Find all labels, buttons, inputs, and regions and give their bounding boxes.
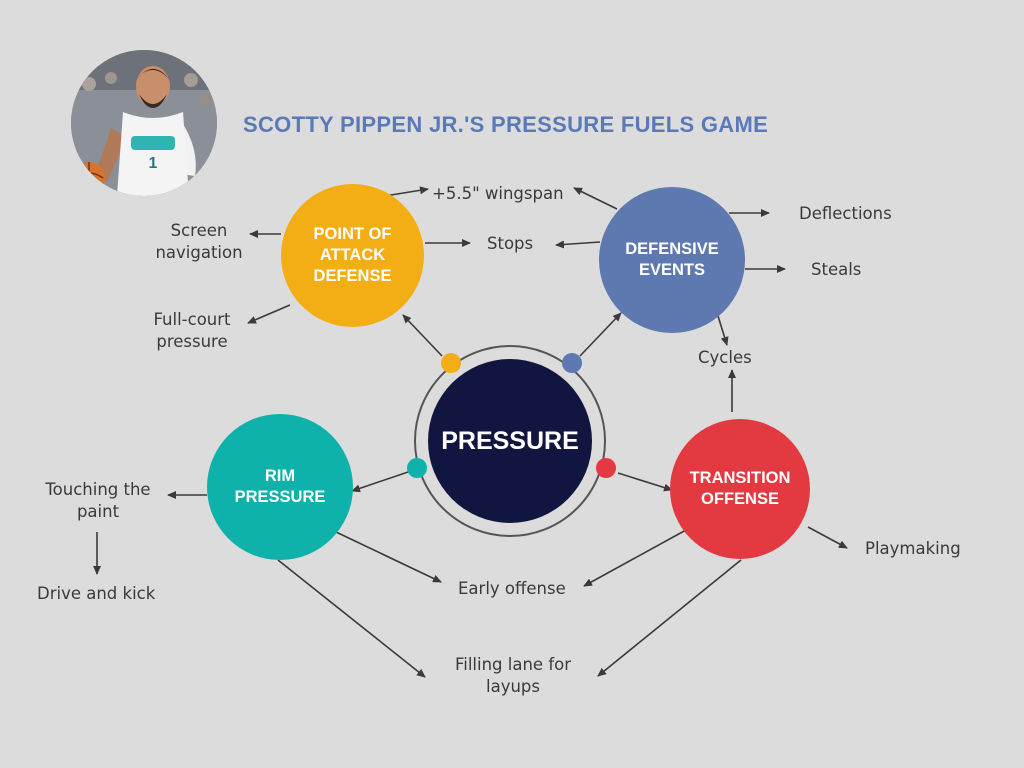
arrow-transition-to-filling-lane	[597, 559, 742, 677]
ring-dot-red	[596, 458, 616, 478]
ring-dot-blue	[562, 353, 582, 373]
arrow-center-to-transition	[617, 472, 673, 492]
label-playmaking: Playmaking	[865, 539, 961, 558]
arrow-events-to-stops	[555, 240, 601, 249]
node-defensive-events: DEFENSIVE EVENTS	[599, 187, 745, 333]
diagram-title: SCOTTY PIPPEN JR.'S PRESSURE FUELS GAME	[243, 112, 769, 137]
arrow-poa-to-full-court	[247, 304, 291, 324]
label-full-court-pressure: Full-court pressure	[153, 310, 231, 351]
node-rim-pressure: RIM PRESSURE	[207, 414, 353, 560]
arrow-events-to-cycles	[717, 315, 729, 346]
arrow-poa-to-wingspan	[384, 186, 429, 197]
arrow-center-to-defensive-events	[579, 312, 622, 357]
arrow-center-to-point-of-attack	[402, 314, 443, 357]
node-pressure: PRESSURE	[428, 359, 592, 523]
svg-text:1: 1	[149, 155, 158, 172]
label-early-offense: Early offense	[458, 579, 566, 598]
ring-dot-teal	[407, 458, 427, 478]
arrow-transition-to-playmaking	[807, 526, 848, 549]
player-photo: 1	[71, 50, 217, 196]
label-stops: Stops	[487, 234, 534, 253]
arrow-events-to-wingspan	[573, 187, 618, 210]
arrow-transition-to-early-offense	[583, 529, 687, 587]
center-ring	[414, 345, 606, 537]
label-touching-the-paint: Touching the paint	[45, 480, 151, 521]
arrow-rim-to-early-offense	[335, 531, 442, 583]
label-steals: Steals	[811, 260, 862, 279]
label-drive-and-kick: Drive and kick	[37, 584, 156, 603]
arrow-center-to-rim-pressure	[351, 471, 409, 493]
node-point-of-attack-defense: POINT OF ATTACK DEFENSE	[281, 184, 424, 327]
node-transition-offense: TRANSITION OFFENSE	[670, 419, 810, 559]
label-wingspan: +5.5" wingspan	[432, 184, 564, 203]
label-deflections: Deflections	[799, 204, 892, 223]
label-filling-lane-for-layups: Filling lane for layups	[454, 655, 572, 696]
arrow-rim-to-filling-lane	[277, 559, 426, 678]
label-screen-navigation: Screen navigation	[155, 221, 243, 262]
label-cycles: Cycles	[698, 348, 752, 367]
ring-dot-yellow	[441, 353, 461, 373]
